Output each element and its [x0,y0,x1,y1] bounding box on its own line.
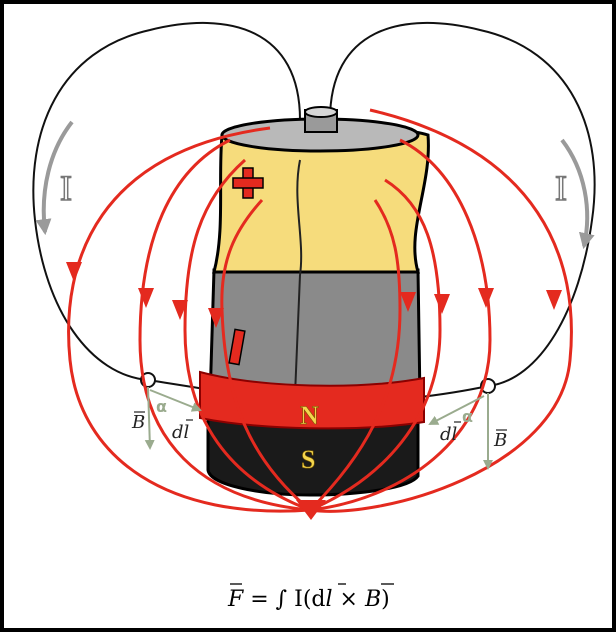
dl-vector-right-label: dl [440,424,458,445]
b-vector-left-label: B [131,412,145,433]
field-line-5 [309,108,573,513]
formula-integral: = ∫ I(d [243,587,325,612]
formula-times: × [333,587,365,612]
field-arrow [400,292,416,312]
formula-close: ) [381,587,390,612]
field-line-4 [220,198,311,512]
north-pole-label: N [300,401,319,430]
current-label-right: I [555,168,567,208]
field-line-7 [309,178,442,512]
field-arrow [434,294,450,314]
alpha-right: α [462,407,473,426]
field-line-3 [183,158,311,512]
alpha-left: α [156,397,167,416]
field-line-2 [138,138,311,512]
formula-b: B [364,587,381,612]
formula-force: F [227,587,244,612]
field-arrow [546,290,562,310]
current-arrow-left [35,120,74,236]
b-vector-right-label: B [493,430,507,451]
current-arrow-right [560,138,595,250]
field-line-8 [308,199,402,512]
field-arrows [66,262,562,520]
plus-sign [232,167,264,199]
field-arrow [138,288,154,308]
minus-sign [228,328,246,366]
svg-text:F = ∫ I(dl × B): F = ∫ I(dl × B) [227,587,390,612]
dl-vector-left-label: dl [172,422,190,443]
south-pole-label: S [301,445,315,474]
field-arrow [478,288,494,308]
field-line-6 [309,138,492,512]
field-arrow-bottom [296,500,326,520]
field-arrow [208,308,224,328]
field-arrow [66,262,82,282]
current-label-left: I [60,168,72,208]
left-vectors: B dl α [131,386,202,450]
field-line-1 [67,126,311,513]
formula-l: l [326,587,333,612]
field-lines [67,108,573,513]
field-arrow [172,300,188,320]
lorentz-formula: F = ∫ I(dl × B) [227,583,394,612]
right-vectors: B dl α [428,393,507,470]
magnet-band [199,370,425,430]
